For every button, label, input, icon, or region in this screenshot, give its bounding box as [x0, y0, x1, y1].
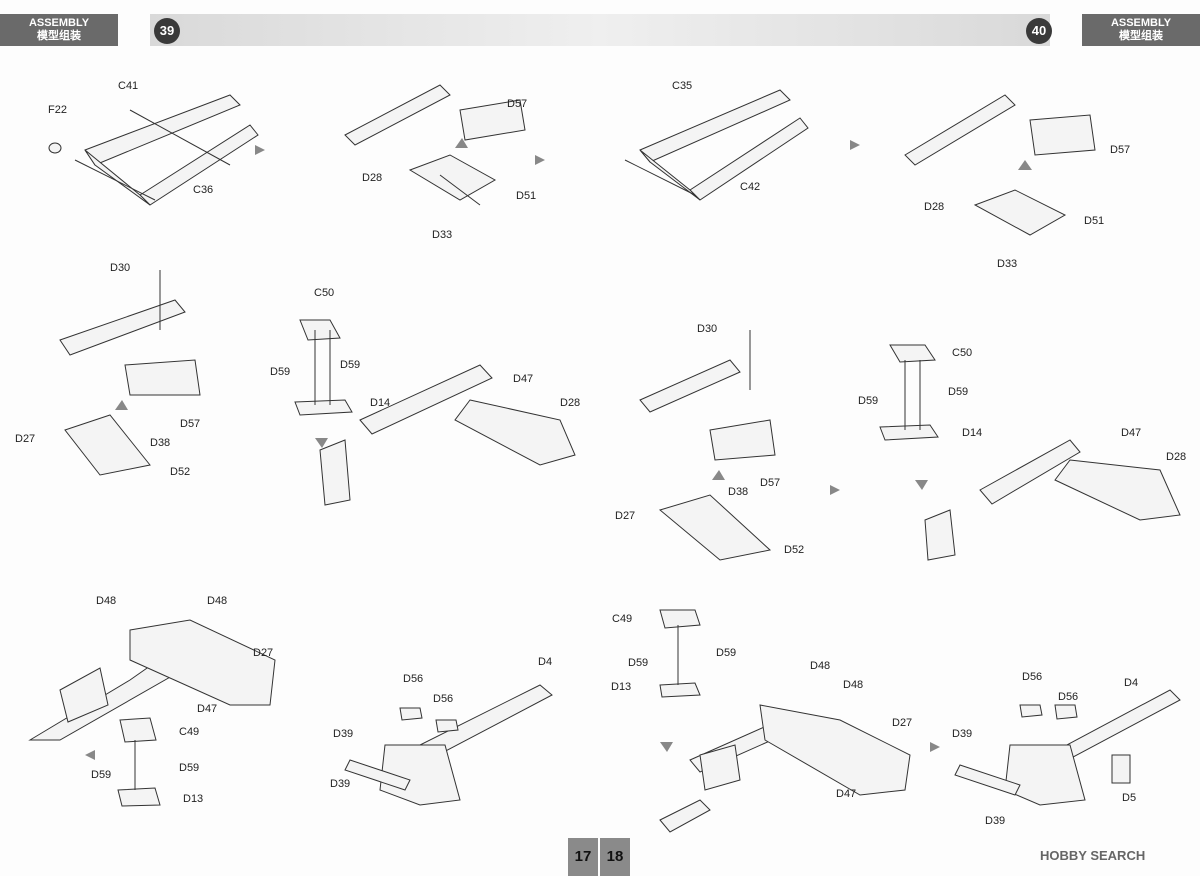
part-label: C35: [672, 80, 693, 92]
frame-drawing-d: [879, 344, 1181, 561]
header-band: [600, 14, 1050, 46]
part-label: D4: [538, 656, 553, 668]
flow-arrows: [85, 138, 545, 760]
part-label: D14: [962, 427, 983, 439]
part-label: D59: [858, 395, 879, 407]
part-label: D52: [170, 466, 191, 478]
part-label: D39: [330, 778, 351, 790]
assembly-drawings: [624, 89, 1181, 833]
part-label: D52: [784, 544, 805, 556]
left-page: ASSEMBLY 模型组装 39: [0, 14, 600, 876]
header-band: [150, 14, 600, 46]
frame-drawing-c: [639, 330, 776, 561]
assembly-title-cn: 模型组装: [1119, 30, 1163, 42]
part-label: D47: [836, 788, 857, 800]
assembly-drawings: [28, 84, 576, 807]
part-label: D56: [1058, 691, 1079, 703]
frame-drawing-a: [74, 94, 259, 206]
frame-drawing-e: [28, 619, 276, 807]
part-label: D59: [179, 762, 200, 774]
part-label: D13: [611, 681, 632, 693]
step-number: 39: [154, 18, 180, 44]
frame-drawing-c: [59, 270, 201, 476]
part-label: D48: [96, 595, 117, 607]
part-label: C50: [952, 347, 973, 359]
part-label: D51: [1084, 215, 1105, 227]
part-label: D59: [948, 386, 969, 398]
right-page: ASSEMBLY 模型组装 40: [600, 0, 1200, 876]
part-label: D59: [716, 647, 737, 659]
part-label: D47: [513, 373, 534, 385]
frame-drawing-e: [659, 609, 911, 833]
part-label: D59: [270, 366, 291, 378]
part-label: D57: [760, 477, 781, 489]
part-label: D59: [91, 769, 112, 781]
part-label: D13: [183, 793, 204, 805]
part-label: F22: [48, 104, 67, 116]
part-label: D30: [697, 323, 718, 335]
page-number: 17: [568, 838, 598, 876]
part-label: D57: [507, 98, 528, 110]
part-label: D28: [560, 397, 581, 409]
part-label: D30: [110, 262, 131, 274]
assembly-title: ASSEMBLY: [1110, 17, 1172, 29]
page-number: 18: [600, 838, 630, 876]
part-label: D51: [516, 190, 537, 202]
part-label: C41: [118, 80, 139, 92]
part-label: D27: [615, 510, 636, 522]
part-label: D39: [985, 815, 1006, 827]
part-label: C49: [612, 613, 633, 625]
frame-drawing-d: [294, 319, 576, 506]
assembly-header: ASSEMBLY 模型组装: [0, 14, 118, 46]
part-label: D39: [952, 728, 973, 740]
frame-drawing-f: [954, 689, 1181, 806]
part-label: D5: [1122, 792, 1137, 804]
assembly-header: ASSEMBLY 模型组装: [1082, 14, 1200, 46]
part-label: D28: [1166, 451, 1187, 463]
flow-arrows: [660, 140, 1032, 752]
part-label: D48: [843, 679, 864, 691]
part-label: D38: [150, 437, 171, 449]
part-label: D48: [207, 595, 228, 607]
watermark: HOBBY SEARCH: [1040, 848, 1146, 863]
part-label: D4: [1124, 677, 1139, 689]
part-label: D28: [362, 172, 383, 184]
step-number: 40: [1026, 18, 1052, 44]
part-label: D56: [433, 693, 454, 705]
part-label: D59: [628, 657, 649, 669]
part-label: D14: [370, 397, 391, 409]
part-label: D47: [197, 703, 218, 715]
part-label: D27: [892, 717, 913, 729]
part-label: D59: [340, 359, 361, 371]
part-label: D33: [997, 258, 1018, 270]
part-label: D57: [1110, 144, 1131, 156]
part-label: D27: [15, 433, 36, 445]
part-label: D28: [924, 201, 945, 213]
frame-drawing-b: [904, 94, 1096, 236]
part-label: D33: [432, 229, 453, 241]
part-label: C50: [314, 287, 335, 299]
part-label: D39: [333, 728, 354, 740]
part-label: D57: [180, 418, 201, 430]
frame-drawing-a: [624, 89, 809, 201]
frame-drawing-b: [344, 84, 526, 206]
part-f22-drawing: [48, 142, 62, 154]
part-label: D47: [1121, 427, 1142, 439]
part-label: C49: [179, 726, 200, 738]
part-label: C36: [193, 184, 214, 196]
assembly-title-cn: 模型组装: [37, 30, 81, 42]
part-label: D27: [253, 647, 274, 659]
part-label: D56: [1022, 671, 1043, 683]
part-label: D48: [810, 660, 831, 672]
part-label: D38: [728, 486, 749, 498]
part-label: C42: [740, 181, 761, 193]
assembly-title: ASSEMBLY: [28, 17, 90, 29]
part-label: D56: [403, 673, 424, 685]
frame-drawing-f: [344, 684, 553, 806]
